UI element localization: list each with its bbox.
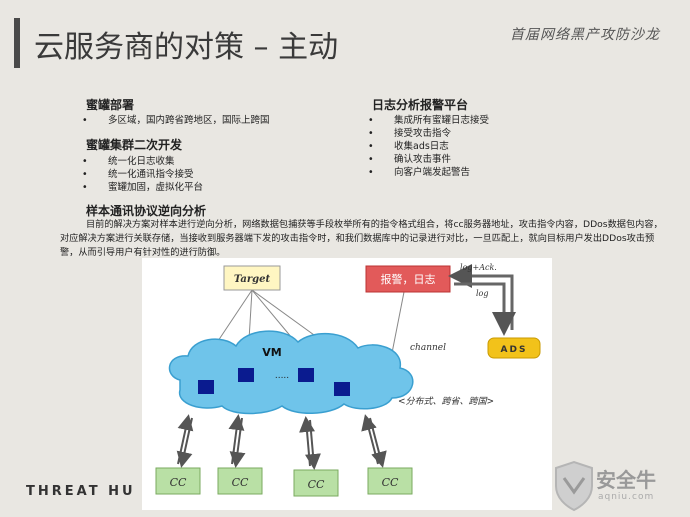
logo-text: 安全牛 — [596, 468, 656, 492]
log-arrows — [448, 264, 516, 336]
list-item: •接受攻击指令 — [368, 128, 452, 139]
list-item: •多区域，国内跨省跨地区，国际上跨国 — [82, 115, 270, 126]
honeypot-deploy-heading: 蜜罐部署 — [86, 98, 135, 112]
cc-node: CC — [367, 467, 413, 495]
list-item: •向客户端发起警告 — [368, 167, 471, 178]
list-item: •统一化日志收集 — [82, 156, 175, 167]
vm-node — [198, 380, 214, 394]
bullet-icon: • — [82, 156, 88, 167]
bullet-icon: • — [368, 154, 374, 165]
cc-node: CC — [293, 469, 339, 497]
distribution-label: <分布式、跨省、跨国> — [398, 396, 494, 407]
target-node: Target — [223, 265, 281, 291]
reverse-paragraph: 目前的解决方案对样本进行逆向分析，网络数据包捕获等手段枚举所有的指令格式组合，将… — [60, 219, 663, 258]
cc-node: CC — [217, 467, 263, 495]
bullet-icon: • — [368, 167, 374, 178]
target-label: Target — [234, 274, 271, 285]
bullet-icon: • — [82, 182, 88, 193]
vm-cloud: VM ..... — [168, 330, 414, 415]
cc-label: CC — [382, 476, 399, 489]
log-platform-heading: 日志分析报警平台 — [372, 98, 469, 112]
log-ack-label: log+Ack. — [460, 263, 497, 272]
aqniu-logo-icon — [555, 460, 593, 512]
page-title: 云服务商的对策 – 主动 — [34, 30, 339, 65]
list-item: •收集ads日志 — [368, 141, 449, 152]
list-item: •确认攻击事件 — [368, 154, 452, 165]
bullet-icon: • — [368, 128, 374, 139]
cc-node: CC — [155, 467, 201, 495]
alarm-link — [391, 291, 405, 354]
reverse-heading: 样本通讯协议逆向分析 — [86, 204, 207, 218]
bullet-icon: • — [368, 141, 374, 152]
cc-label: CC — [232, 476, 249, 489]
cc-label: CC — [170, 476, 187, 489]
logo-subtext: aqniu.com — [598, 492, 655, 502]
list-item: •蜜罐加固，虚拟化平台 — [82, 182, 204, 193]
alarm-label: 报警，日志 — [381, 272, 436, 286]
vm-node — [298, 368, 314, 382]
list-item: •统一化通讯指令接受 — [82, 169, 194, 180]
vm-node — [238, 368, 254, 382]
vm-label: VM — [262, 346, 281, 359]
vm-node — [334, 382, 350, 396]
cc-label: CC — [308, 478, 325, 491]
bullet-icon: • — [82, 115, 88, 126]
channel-label: channel — [410, 343, 446, 353]
event-subtitle: 首届网络黑产攻防沙龙 — [510, 27, 660, 43]
diagram-svg: Target 报警，日志 log+Ack. log ADS channel — [155, 263, 541, 497]
cc-arrows — [176, 414, 387, 470]
log-label: log — [476, 289, 489, 298]
ads-label: ADS — [501, 345, 528, 355]
honeypot-cluster-heading: 蜜罐集群二次开发 — [86, 138, 183, 152]
alarm-log-node: 报警，日志 — [365, 265, 451, 293]
title-accent-bar — [14, 18, 20, 68]
ads-node: ADS — [487, 337, 541, 359]
bullet-icon: • — [368, 115, 374, 126]
architecture-diagram: Target 报警，日志 log+Ack. log ADS channel — [142, 258, 552, 510]
footer-brand-text: THREAT HU — [26, 484, 136, 499]
bullet-icon: • — [82, 169, 88, 180]
vm-dots: ..... — [275, 371, 289, 381]
list-item: •集成所有蜜罐日志接受 — [368, 115, 490, 126]
